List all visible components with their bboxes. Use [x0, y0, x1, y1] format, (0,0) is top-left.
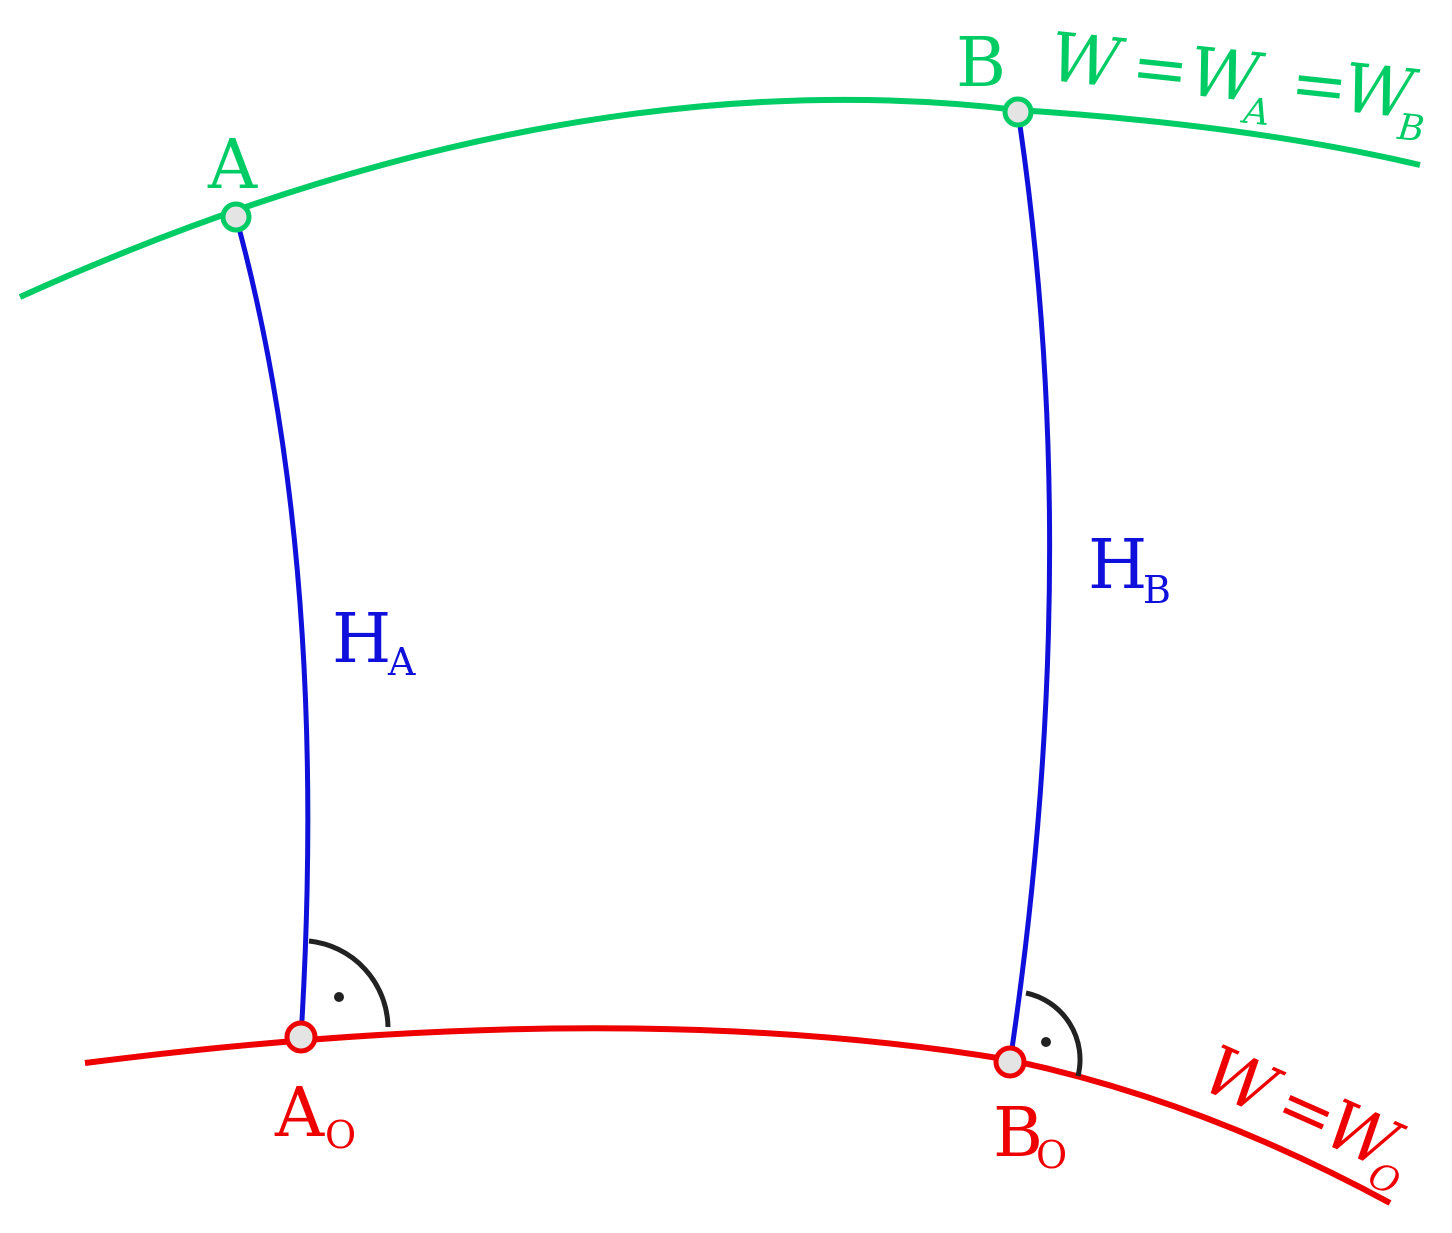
- right-angle-dot-a0: [334, 992, 344, 1002]
- label-hb: H: [1088, 526, 1147, 605]
- label-b0: B: [993, 1094, 1043, 1173]
- plumb-line-b: [1007, 111, 1053, 1063]
- label-top-eq2: =: [1287, 44, 1352, 129]
- right-angle-arc-b0: [1025, 990, 1083, 1077]
- equipotential-surface-bottom: [84, 1025, 1392, 1206]
- right-angle-dot-b0: [1041, 1037, 1051, 1047]
- label-point-a: A: [207, 126, 258, 205]
- label-top-wb-sub: B: [1395, 107, 1427, 151]
- label-point-b: B: [956, 24, 1006, 103]
- label-b0-sub: O: [1036, 1133, 1067, 1177]
- label-equipotential-top: W = W A = W B: [1046, 18, 1427, 151]
- label-top-wa: W: [1185, 33, 1268, 119]
- label-ha: H: [332, 600, 391, 679]
- label-top-w: W: [1046, 18, 1129, 104]
- point-a0: [284, 1020, 318, 1054]
- equipotential-surface-top: [18, 96, 1421, 300]
- label-a0-sub: O: [325, 1113, 356, 1157]
- label-equipotential-bottom: W = W O: [1191, 1031, 1413, 1204]
- point-a: [220, 201, 252, 233]
- label-top-eq1: =: [1128, 27, 1193, 112]
- label-top-wb: W: [1340, 49, 1423, 135]
- plumb-line-a: [233, 216, 311, 1038]
- point-b: [1002, 96, 1034, 128]
- label-hb-sub: B: [1143, 568, 1171, 612]
- right-angle-arc-a0: [308, 938, 391, 1028]
- point-b0: [993, 1045, 1027, 1079]
- label-ha-sub: A: [387, 640, 416, 684]
- label-a0: A: [274, 1074, 325, 1153]
